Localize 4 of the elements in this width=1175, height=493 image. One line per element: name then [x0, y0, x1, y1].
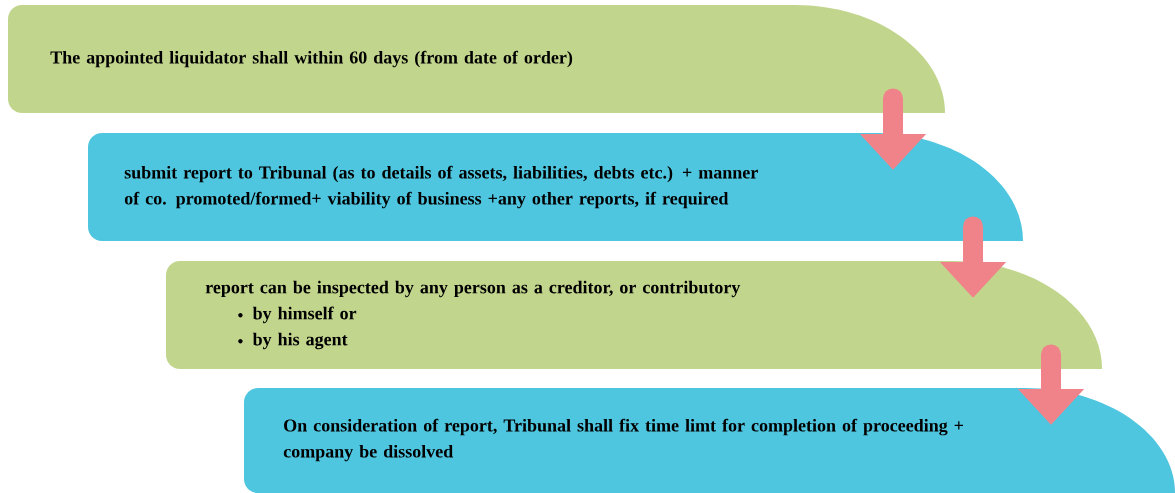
process-box: report can be inspected by any person as a creditor, or contributory by himself or by his agent [166, 261, 1102, 369]
process-box: The appointed liquidator shall within 60 days (from date of order) [8, 5, 945, 113]
process-box: On consideration of report, Tribunal shall fix time limt for completion of proceeding + company be dissolved [244, 388, 1175, 493]
process-box: submit report to Tribunal (as to details of assets, liabilities, debts etc.) + manner of co. promoted/formed+ viability of business +any other reports, if required [88, 133, 1023, 241]
